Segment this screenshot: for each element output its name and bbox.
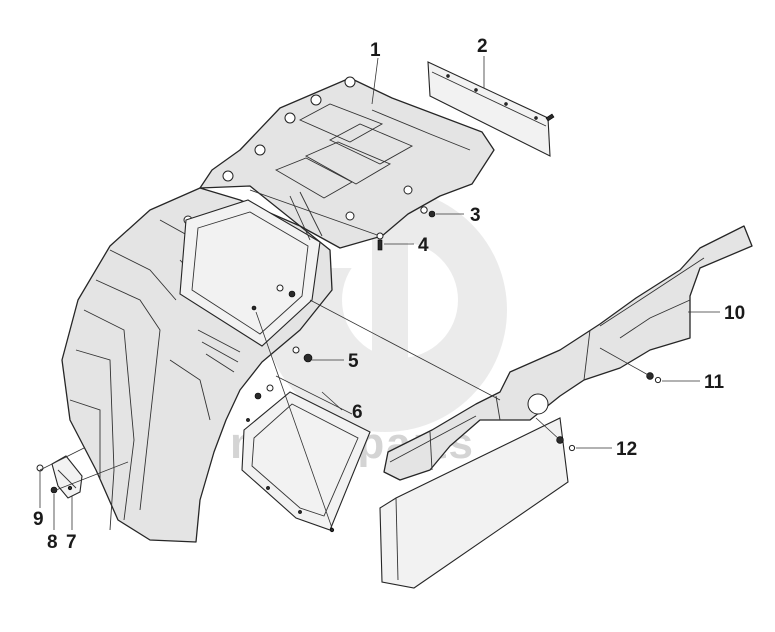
callout-8: 8 [47, 532, 58, 553]
washer-3 [420, 206, 428, 214]
callout-2: 2 [477, 36, 488, 57]
rear-mud-flap [379, 225, 753, 589]
callout-5: 5 [348, 351, 359, 372]
callout-9: 9 [33, 509, 44, 530]
mud-flap-plate [427, 61, 555, 157]
callout-11: 11 [704, 372, 725, 393]
nut-3 [428, 210, 436, 218]
leader-lines [39, 56, 720, 530]
fender-liner [61, 76, 495, 543]
callout-7: 7 [66, 532, 77, 553]
callout-1: 1 [370, 40, 381, 61]
callout-6: 6 [352, 402, 363, 423]
callouts: 1 2 3 4 5 6 7 8 9 10 11 12 [33, 36, 745, 553]
bracket [51, 455, 83, 499]
callout-10: 10 [724, 303, 745, 324]
callout-4: 4 [418, 235, 429, 256]
callout-3: 3 [470, 205, 481, 226]
washer-4 [376, 232, 384, 240]
screw-4 [377, 239, 383, 251]
fasteners [254, 206, 662, 452]
callout-12: 12 [616, 439, 637, 460]
nut-5 [303, 353, 313, 363]
access-cover [241, 391, 371, 533]
